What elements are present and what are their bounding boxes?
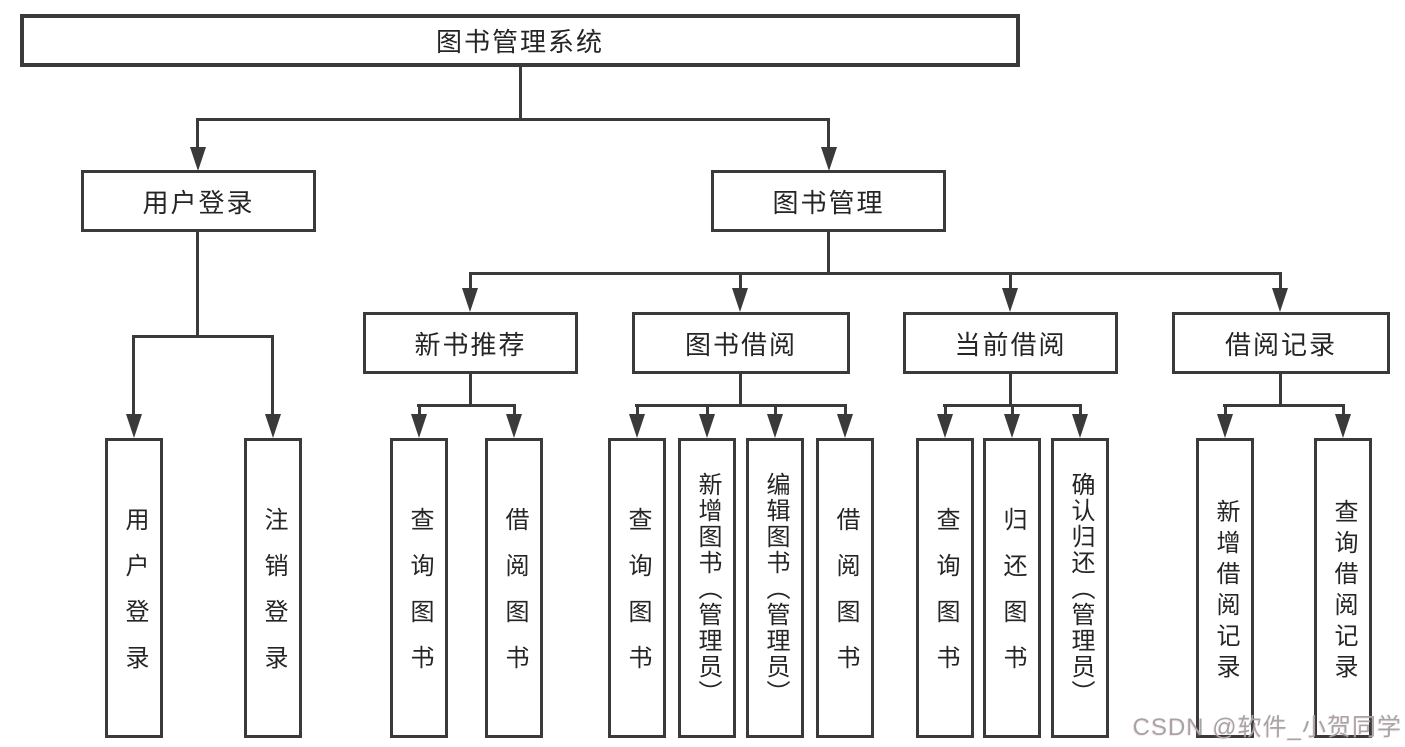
leaf-cb-query-books-label: 查询图书 [932,507,959,691]
connector-leaf-logout-drop [271,335,274,416]
arrowhead-current-borrow [1002,288,1018,312]
arrowhead-cb-confirm [1072,414,1088,438]
connector-cb-return-drop [1011,404,1014,418]
leaf-user-login: 用户登录 [105,438,163,738]
connector-level3-rail [469,272,1282,275]
arrowhead-br-add [1217,414,1233,438]
connector-borrow-records-stem [1279,374,1282,406]
leaf-rec-query-books: 查询图书 [390,438,448,738]
connector-cb-query-drop [944,404,947,418]
connector-current-borrow-drop [1009,272,1012,292]
leaf-logout-login-label: 注销登录 [260,507,287,691]
leaf-logout-login: 注销登录 [244,438,302,738]
arrowhead-cb-return [1004,414,1020,438]
leaf-cb-confirm-return-admin-label: 确认归还（管理员） [1067,472,1094,706]
leaf-rec-query-books-label: 查询图书 [406,507,433,691]
leaf-bb-borrow-books-label: 借阅图书 [832,507,859,691]
connector-br-add-drop [1224,404,1227,418]
connector-book-borrow-drop [739,272,742,292]
connector-bb-borrow-drop [844,404,847,418]
node-new-book-recommendation: 新书推荐 [363,312,578,374]
node-root: 图书管理系统 [20,14,1020,67]
connector-cb-confirm-drop [1079,404,1082,418]
connector-new-book-stem [469,374,472,406]
leaf-bb-borrow-books: 借阅图书 [816,438,874,738]
connector-leaf-user-login-drop [132,335,135,416]
node-user-login: 用户登录 [81,170,316,232]
connector-rec-borrow-drop [513,404,516,418]
arrowhead-bb-edit [767,414,783,438]
leaf-user-login-label: 用户登录 [121,507,148,691]
leaf-bb-add-books-admin: 新增图书（管理员） [678,438,736,738]
leaf-cb-confirm-return-admin: 确认归还（管理员） [1051,438,1109,738]
arrowhead-cb-query [937,414,953,438]
connector-borrow-records-rail [1223,404,1345,407]
connector-book-borrow-stem [739,374,742,406]
connector-book-management-stem [827,231,830,274]
node-book-borrowing: 图书借阅 [632,312,850,374]
leaf-bb-query-books: 查询图书 [608,438,666,738]
connector-user-login-drop [196,118,199,150]
connector-current-borrow-stem [1009,374,1012,406]
node-current-borrowing: 当前借阅 [903,312,1118,374]
leaf-rec-borrow-books-label: 借阅图书 [501,507,528,691]
connector-bb-add-drop [706,404,709,418]
connector-book-management-drop [827,118,830,150]
connector-bb-edit-drop [774,404,777,418]
leaf-bb-edit-books-admin-label: 编辑图书（管理员） [762,472,789,706]
connector-rec-query-drop [418,404,421,418]
connector-user-login-stem [196,231,199,337]
arrowhead-br-query [1335,414,1351,438]
connector-new-book-rail [417,404,516,407]
arrowhead-borrow-records [1272,288,1288,312]
leaf-br-add-record-label: 新增借阅记录 [1212,498,1239,685]
leaf-br-add-record: 新增借阅记录 [1196,438,1254,738]
arrowhead-rec-query [411,414,427,438]
node-book-management: 图书管理 [711,170,946,232]
arrowhead-book-management [821,147,837,171]
arrowhead-new-book [462,288,478,312]
arrowhead-rec-borrow [506,414,522,438]
leaf-bb-add-books-admin-label: 新增图书（管理员） [694,472,721,706]
arrowhead-bb-borrow [837,414,853,438]
arrowhead-bb-add [699,414,715,438]
connector-bb-query-drop [636,404,639,418]
leaf-bb-query-books-label: 查询图书 [624,507,651,691]
arrowhead-bb-query [629,414,645,438]
connector-borrow-records-drop [1279,272,1282,292]
arrowhead-user-login [190,147,206,171]
connector-br-query-drop [1342,404,1345,418]
connector-root-stem [519,66,522,120]
leaf-rec-borrow-books: 借阅图书 [485,438,543,738]
arrowhead-leaf-logout [265,414,281,438]
node-borrowing-records: 借阅记录 [1172,312,1390,374]
leaf-cb-query-books: 查询图书 [916,438,974,738]
leaf-cb-return-books: 归还图书 [983,438,1041,738]
connector-book-borrow-rail [635,404,847,407]
csdn-watermark: CSDN @软件_小贺同学 [1132,714,1402,741]
arrowhead-leaf-user-login [126,414,142,438]
leaf-br-query-record: 查询借阅记录 [1314,438,1372,738]
connector-level2-rail [196,118,830,121]
arrowhead-book-borrow [732,288,748,312]
leaf-bb-edit-books-admin: 编辑图书（管理员） [746,438,804,738]
leaf-cb-return-books-label: 归还图书 [999,507,1026,691]
leaf-br-query-record-label: 查询借阅记录 [1330,498,1357,685]
connector-new-book-drop [469,272,472,292]
connector-user-login-rail [132,335,274,338]
